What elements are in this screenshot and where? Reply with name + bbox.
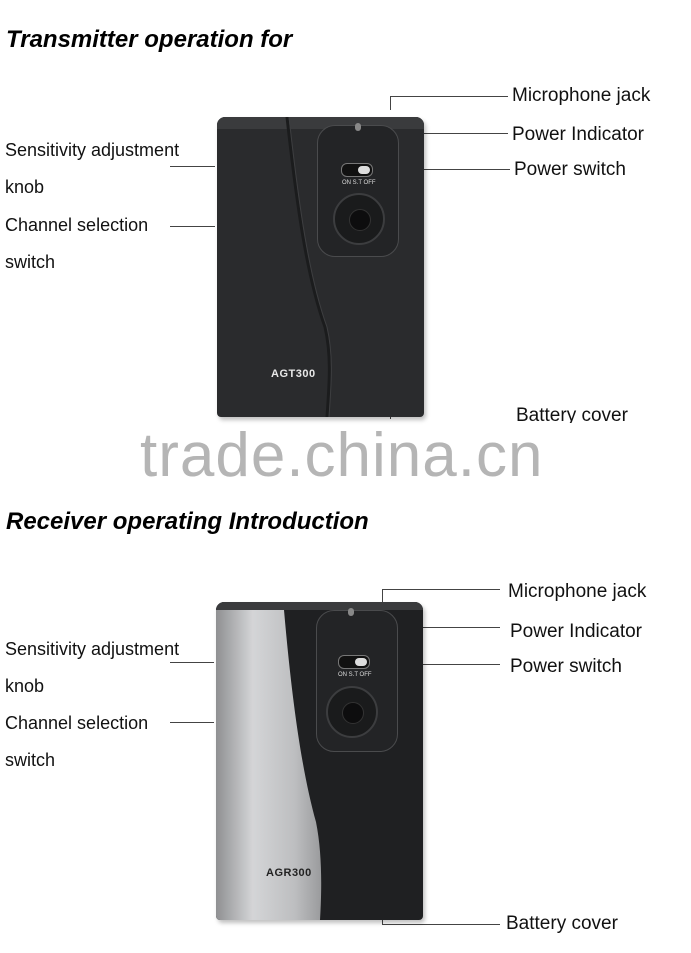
power-indicator-led [348,608,354,616]
leader-line [170,226,215,227]
leader-line [382,589,383,603]
model-name: AGT300 [271,368,316,380]
receiver-label-sensitivity: Sensitivity adjustment [5,639,180,659]
receiver-label-channel: Channel selection [5,713,149,733]
power-switch[interactable] [338,655,370,669]
transmitter-label-microphone-jack: Microphone jack [512,85,651,106]
switch-text: ON S.T OFF [342,180,376,186]
model-name: AGR300 [266,867,312,879]
receiver-label-switch: switch [5,750,56,770]
receiver-label-power-switch: Power switch [510,656,622,677]
leader-line [364,627,500,628]
receiver-label-battery-cover: Battery cover [506,913,618,934]
transmitter-label-battery-cover: Battery cover [516,405,628,423]
receiver-heading: Receiver operating Introduction [6,508,369,535]
transmitter-label-channel: Channel selection [5,215,149,235]
receiver-label-knob: knob [5,676,45,696]
power-indicator-led [355,123,361,131]
leader-line [382,924,500,925]
leader-line [170,722,214,723]
transmitter-heading: Transmitter operation for [6,26,293,53]
transmitter-label-knob: knob [5,177,45,197]
leader-line [384,169,510,170]
receiver-label-power-indicator: Power Indicator [510,621,643,642]
transmitter-device: ON S.T OFF AGT300 [217,117,424,417]
leader-line [390,96,391,110]
transmitter-label-power-switch: Power switch [514,159,626,180]
round-button[interactable] [333,193,385,245]
leader-line [382,589,500,590]
receiver-label-microphone-jack: Microphone jack [508,581,647,602]
power-switch[interactable] [341,163,373,177]
watermark: trade.china.cn [140,421,544,490]
receiver-device: ON S.T OFF AGR300 [216,602,423,920]
leader-line [390,96,508,97]
leader-line [170,166,215,167]
transmitter-label-sensitivity: Sensitivity adjustment [5,140,180,160]
silver-side-panel [216,602,423,920]
device-body-curve [285,117,332,417]
leader-line [374,664,500,665]
leader-line [170,662,214,663]
transmitter-label-power-indicator: Power Indicator [512,124,645,145]
transmitter-label-switch: switch [5,252,56,272]
round-button[interactable] [326,686,378,738]
switch-text: ON S.T OFF [338,672,372,678]
leader-line [366,133,508,134]
